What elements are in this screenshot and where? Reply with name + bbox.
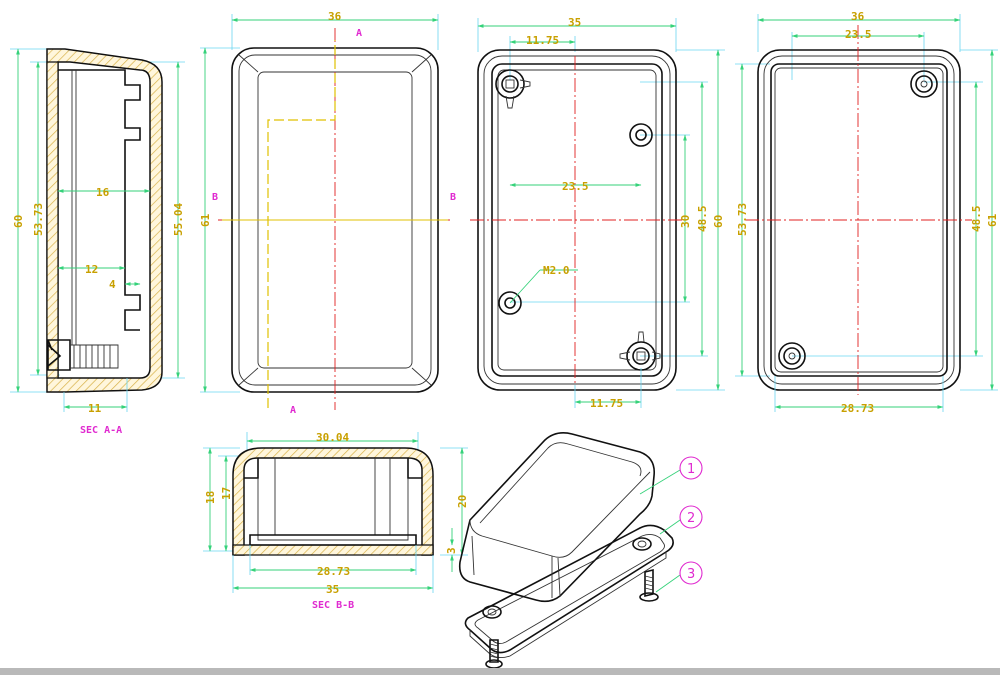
dim-aa-width-11: 11 bbox=[88, 402, 102, 415]
dim-back-height-48-5: 48.5 bbox=[970, 206, 983, 233]
marker-a-top: A bbox=[356, 28, 362, 39]
front-view: 36 61 A A B B bbox=[199, 10, 456, 416]
hole-label-m2: M2.0 bbox=[543, 264, 570, 277]
bottom-scroll-bar bbox=[0, 668, 1000, 675]
boss-right-upper bbox=[629, 123, 653, 147]
dim-back-width-36: 36 bbox=[851, 10, 865, 23]
boss-bottom-right bbox=[619, 331, 661, 371]
section-a-a-lid bbox=[46, 61, 59, 379]
callout-2: 2 bbox=[659, 505, 703, 535]
dim-inner-height-48-5: 48.5 bbox=[696, 206, 709, 233]
back-hole-top-right bbox=[910, 70, 938, 98]
section-b-b-caption: SEC B-B bbox=[312, 600, 354, 611]
section-a-a-caption: SEC A-A bbox=[80, 425, 122, 436]
dim-back-height-53-73: 53.73 bbox=[736, 203, 749, 236]
section-b-b-base bbox=[232, 544, 434, 556]
dim-back-height-61: 61 bbox=[986, 213, 999, 227]
callout-3-label: 3 bbox=[687, 567, 695, 582]
dim-inner-height-60: 60 bbox=[712, 215, 725, 228]
dim-aa-width-4: 4 bbox=[109, 278, 116, 291]
back-view: 36 23.5 53.73 48.5 61 28.73 bbox=[735, 10, 999, 415]
section-line-a bbox=[267, 40, 336, 408]
dim-bb-height-20: 20 bbox=[456, 495, 469, 508]
dim-bb-width-28-73: 28.73 bbox=[317, 565, 350, 578]
boss-left-lower bbox=[498, 291, 522, 315]
dim-inner-offset-11-75-bottom: 11.75 bbox=[590, 397, 623, 410]
marker-b-right: B bbox=[450, 192, 456, 203]
dim-aa-width-16: 16 bbox=[96, 186, 110, 199]
boss-top-left bbox=[495, 69, 531, 109]
section-a-a-inner bbox=[58, 69, 141, 331]
callout-3: 3 bbox=[655, 561, 703, 593]
back-hole-bottom-left bbox=[778, 342, 806, 370]
iso-screw-bottom bbox=[485, 639, 503, 669]
dim-back-width-28-73: 28.73 bbox=[841, 402, 874, 415]
dim-bb-height-3: 3 bbox=[445, 547, 458, 554]
dim-inner-pitch-23-5: 23.5 bbox=[562, 180, 589, 193]
dim-inner-offset-11-75-top: 11.75 bbox=[526, 34, 559, 47]
dim-front-width-36: 36 bbox=[328, 10, 342, 23]
dim-aa-width-12: 12 bbox=[85, 263, 98, 276]
isometric-exploded-view bbox=[458, 432, 674, 669]
dim-back-pitch-23-5: 23.5 bbox=[845, 28, 872, 41]
dim-front-height-61: 61 bbox=[199, 213, 212, 227]
marker-b-left: B bbox=[212, 192, 218, 203]
callout-1-label: 1 bbox=[687, 462, 695, 477]
dim-bb-width-35: 35 bbox=[326, 583, 339, 596]
iso-cover-box bbox=[458, 432, 656, 603]
iso-screw-right bbox=[639, 568, 659, 602]
dim-bb-height-17: 17 bbox=[220, 487, 233, 500]
dim-bb-width-30-04: 30.04 bbox=[316, 431, 349, 444]
dim-inner-height-30: 30 bbox=[679, 215, 692, 228]
section-a-a-shell bbox=[46, 48, 163, 393]
boss-insert bbox=[47, 339, 71, 371]
inner-view: 35 11.75 23.5 30 48.5 60 11.75 M2.0 bbox=[470, 16, 725, 410]
dim-inner-width-35: 35 bbox=[568, 16, 581, 29]
dim-bb-height-18: 18 bbox=[204, 491, 217, 504]
dim-aa-height-55-04: 55.04 bbox=[172, 203, 185, 236]
callout-2-label: 2 bbox=[687, 511, 695, 526]
section-b-b-shell bbox=[232, 447, 434, 556]
dim-aa-height-60: 60 bbox=[12, 215, 25, 228]
section-b-b-view: 30.04 18 17 20 3 28.73 35 SEC B-B bbox=[203, 431, 469, 611]
callouts: 1 2 3 bbox=[639, 456, 703, 593]
marker-a-bottom: A bbox=[290, 405, 296, 416]
section-a-a-view: 60 53.73 55.04 16 12 4 11 SEC A-A bbox=[10, 48, 185, 436]
callout-1: 1 bbox=[639, 456, 703, 495]
dim-aa-height-53-73: 53.73 bbox=[32, 203, 45, 236]
